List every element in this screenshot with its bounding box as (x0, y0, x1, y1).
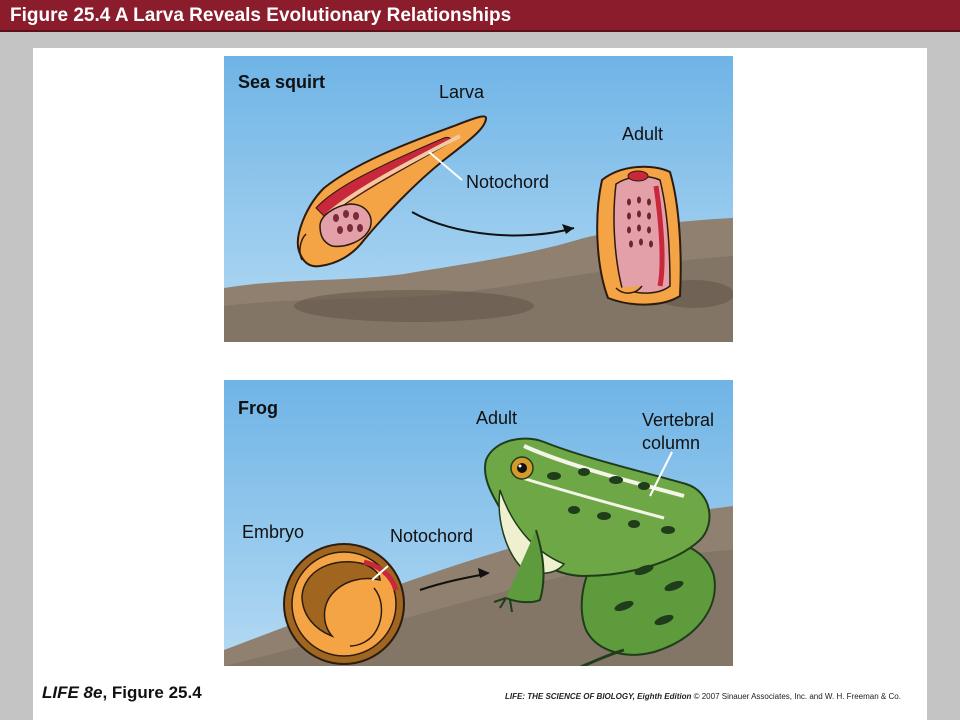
larva-label: Larva (439, 82, 485, 102)
larva-drawing (296, 115, 488, 268)
frog-illustration (224, 380, 733, 666)
frog-notochord-label: Notochord (390, 526, 474, 546)
adult-sea-squirt-drawing (596, 165, 682, 306)
sea-squirt-title: Sea squirt (238, 72, 326, 92)
vertebral-label-line2: column (642, 433, 701, 453)
frog-adult-label: Adult (476, 408, 518, 428)
citation-book: LIFE 8e (42, 683, 103, 702)
copyright-credit: LIFE: THE SCIENCE OF BIOLOGY, Eighth Edi… (505, 692, 901, 701)
frog-title: Frog (238, 398, 278, 418)
sea-squirt-notochord-label: Notochord (466, 172, 550, 192)
vertebral-label-line1: Vertebral (642, 410, 715, 430)
sea-squirt-panel: Sea squirt Larva Notochord Adult (224, 56, 733, 342)
title-bar: Figure 25.4 A Larva Reveals Evolutionary… (0, 0, 960, 32)
sea-squirt-illustration (224, 56, 733, 342)
development-arrow (411, 211, 575, 237)
credit-book: LIFE: THE SCIENCE OF BIOLOGY, Eighth Edi… (505, 692, 692, 701)
embryo-drawing (283, 543, 405, 665)
credit-rest: © 2007 Sinauer Associates, Inc. and W. H… (691, 692, 901, 701)
slide-title: Figure 25.4 A Larva Reveals Evolutionary… (10, 5, 512, 26)
citation-figure: , Figure 25.4 (102, 683, 202, 702)
embryo-label: Embryo (242, 522, 305, 542)
frog-drawing (484, 437, 716, 666)
sea-squirt-adult-label: Adult (622, 124, 664, 144)
figure-citation: LIFE 8e, Figure 25.4 (42, 683, 202, 703)
frog-panel: Frog Adult Vertebral column Embryo Notoc… (224, 380, 733, 666)
